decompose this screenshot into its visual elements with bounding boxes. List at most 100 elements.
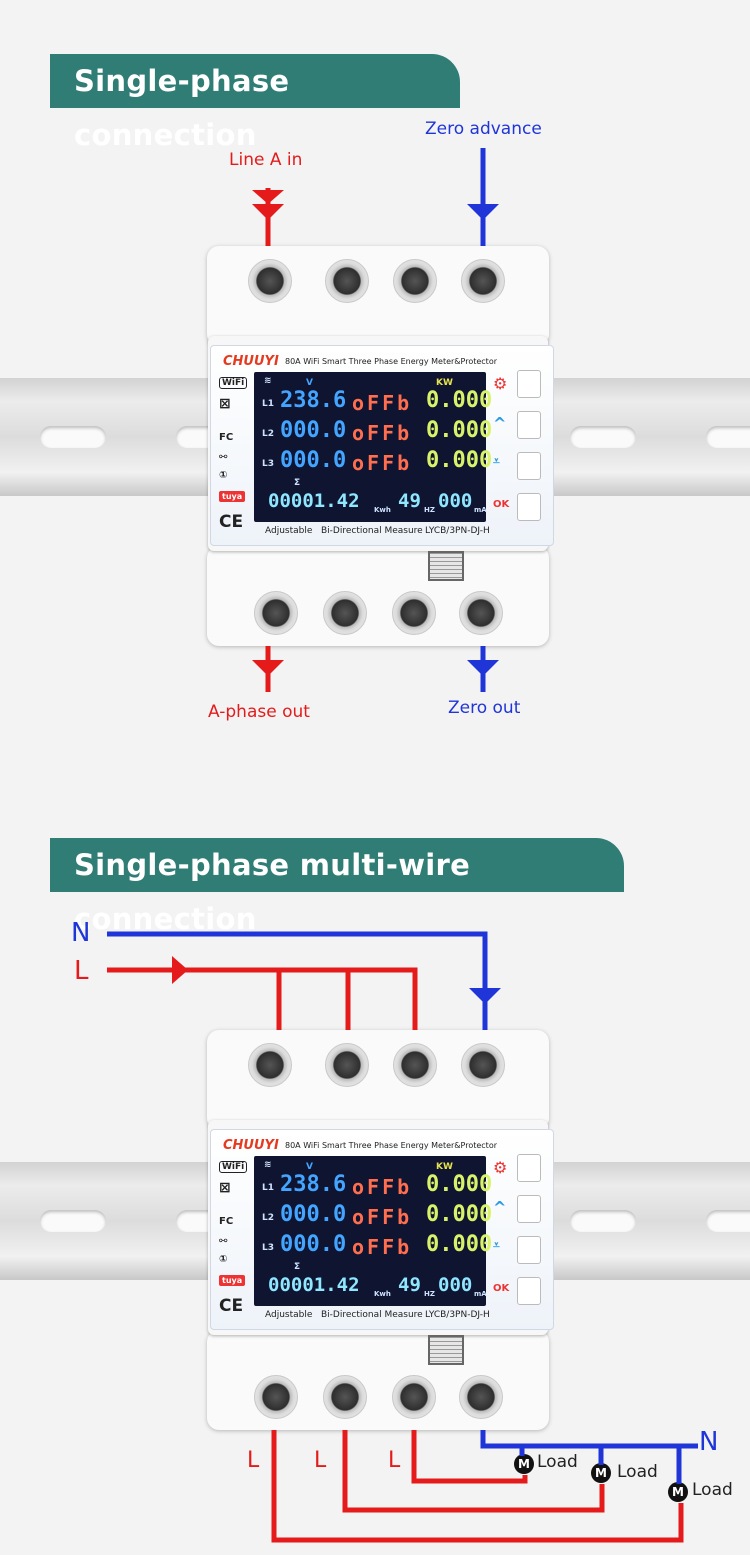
motor-icon: M <box>514 1454 534 1474</box>
terminal-screw-icon <box>323 1375 367 1419</box>
frequency-reading: 49 <box>398 490 421 512</box>
motor-icon: M <box>668 1482 688 1502</box>
power-reading: 0.000 <box>426 448 493 473</box>
arrow-icon <box>252 660 284 676</box>
terminal-screw-icon <box>248 1043 292 1087</box>
power-reading: 0.000 <box>426 388 493 413</box>
signal-down-icon: ⩡ <box>493 454 500 468</box>
terminal-screw-icon <box>254 1375 298 1419</box>
zero-out-label: Zero out <box>448 698 521 718</box>
rail-slot <box>40 1210 106 1232</box>
n-out-label: N <box>699 1427 719 1457</box>
meter-header: 80A WiFi Smart Three Phase Energy Meter&… <box>285 357 497 366</box>
status-reading: oFFb <box>352 1205 413 1229</box>
rs485-port-icon <box>428 551 464 581</box>
tuya-badge: tuya <box>219 491 246 502</box>
ma-unit: mA <box>474 1290 487 1298</box>
load-wire-1 <box>411 1430 528 1484</box>
terminal-screw-icon <box>392 591 436 635</box>
terminal-screw-icon <box>323 591 367 635</box>
brand-logo: CHUUYI <box>223 1138 279 1153</box>
arrow-icon <box>467 204 499 220</box>
a-phase-out-label: A-phase out <box>208 702 310 722</box>
ok-label: OK <box>493 499 510 510</box>
kw-unit: KW <box>436 1162 453 1172</box>
motor-icon: M <box>591 1463 611 1483</box>
tuya-badge: tuya <box>219 1275 246 1286</box>
energy-reading: 00001.42 <box>268 490 360 512</box>
terminal-screw-icon <box>459 1375 503 1419</box>
up-button[interactable] <box>517 411 541 439</box>
terminal-screw-icon <box>393 1043 437 1087</box>
current-reading: 000 <box>438 490 473 512</box>
footer-model: LYCB/3PN-DJ-H <box>425 526 490 536</box>
rail-slot <box>40 426 106 448</box>
terminal-screw-icon <box>461 1043 505 1087</box>
voltage-reading: 000.0 <box>280 448 347 473</box>
fc-badge: FC <box>219 432 234 443</box>
rail-slot <box>570 426 636 448</box>
line-label: L1 <box>262 399 274 409</box>
meter-front-panel: CHUUYI 80A WiFi Smart Three Phase Energy… <box>210 1129 554 1330</box>
lcd-display: ≋ V KW L1 238.6 oFFb 0.000 L2 000.0 oFFb… <box>254 1156 492 1306</box>
ce-badge: CE <box>219 1296 244 1316</box>
lcd-display: ≋ V KW L1 238.6 oFFb 0.000 L2 000.0 oFFb… <box>254 372 492 522</box>
ok-button[interactable] <box>517 1277 541 1305</box>
load-wire-3 <box>271 1430 684 1543</box>
line-label: L3 <box>262 459 274 469</box>
load-label: Load <box>692 1480 733 1500</box>
terminal-screw-icon <box>459 591 503 635</box>
weee-icon: ⊠ <box>219 396 231 412</box>
terminal-screw-icon <box>325 1043 369 1087</box>
brand-logo: CHUUYI <box>223 354 279 369</box>
status-reading: oFFb <box>352 1175 413 1199</box>
zero-advance-label: Zero advance <box>425 119 542 139</box>
rs485-port-icon <box>428 1335 464 1365</box>
ok-label: OK <box>493 1283 510 1294</box>
status-reading: oFFb <box>352 451 413 475</box>
terminal-screw-icon <box>325 259 369 303</box>
footer-measure: Bi-Directional Measure <box>321 526 423 536</box>
n-out-wire <box>480 1430 698 1449</box>
settings-button[interactable] <box>517 370 541 398</box>
power-reading: 0.000 <box>426 418 493 443</box>
chevron-up-icon: ^ <box>493 414 507 433</box>
line-label: L3 <box>262 1243 274 1253</box>
rail-slot <box>706 426 750 448</box>
rail-slot <box>570 1210 636 1232</box>
meter-1: CHUUYI 80A WiFi Smart Three Phase Energy… <box>0 246 750 646</box>
footer-model: LYCB/3PN-DJ-H <box>425 1310 490 1320</box>
settings-button[interactable] <box>517 1154 541 1182</box>
load-label: Load <box>617 1462 658 1482</box>
terminal-screw-icon <box>393 259 437 303</box>
volt-unit: V <box>306 1162 313 1172</box>
n-in-label: N <box>71 918 91 948</box>
frequency-reading: 49 <box>398 1274 421 1296</box>
chevron-up-icon: ^ <box>493 1198 507 1217</box>
n-in-wire <box>107 931 488 1030</box>
hz-unit: HZ <box>424 1290 435 1298</box>
volt-unit: V <box>306 378 313 388</box>
kw-unit: KW <box>436 378 453 388</box>
kwh-unit: Kwh <box>374 1290 391 1298</box>
down-button[interactable] <box>517 1236 541 1264</box>
energy-reading: 00001.42 <box>268 1274 360 1296</box>
power-reading: 0.000 <box>426 1232 493 1257</box>
footer-adjustable: Adjustable <box>265 526 313 536</box>
ok-button[interactable] <box>517 493 541 521</box>
arrow-icon <box>469 988 501 1004</box>
terminal-screw-icon <box>461 259 505 303</box>
down-button[interactable] <box>517 452 541 480</box>
status-reading: oFFb <box>352 421 413 445</box>
sigma-label: Σ <box>294 1262 301 1272</box>
ce-badge: CE <box>219 512 244 532</box>
hz-unit: HZ <box>424 506 435 514</box>
line-label: L2 <box>262 1213 274 1223</box>
power-reading: 0.000 <box>426 1172 493 1197</box>
status-reading: oFFb <box>352 1235 413 1259</box>
l-out-label-2: L <box>314 1448 327 1473</box>
up-button[interactable] <box>517 1195 541 1223</box>
wifi-signal-icon: ≋ <box>264 376 272 386</box>
load-wire-2 <box>342 1430 605 1513</box>
status-reading: oFFb <box>352 391 413 415</box>
